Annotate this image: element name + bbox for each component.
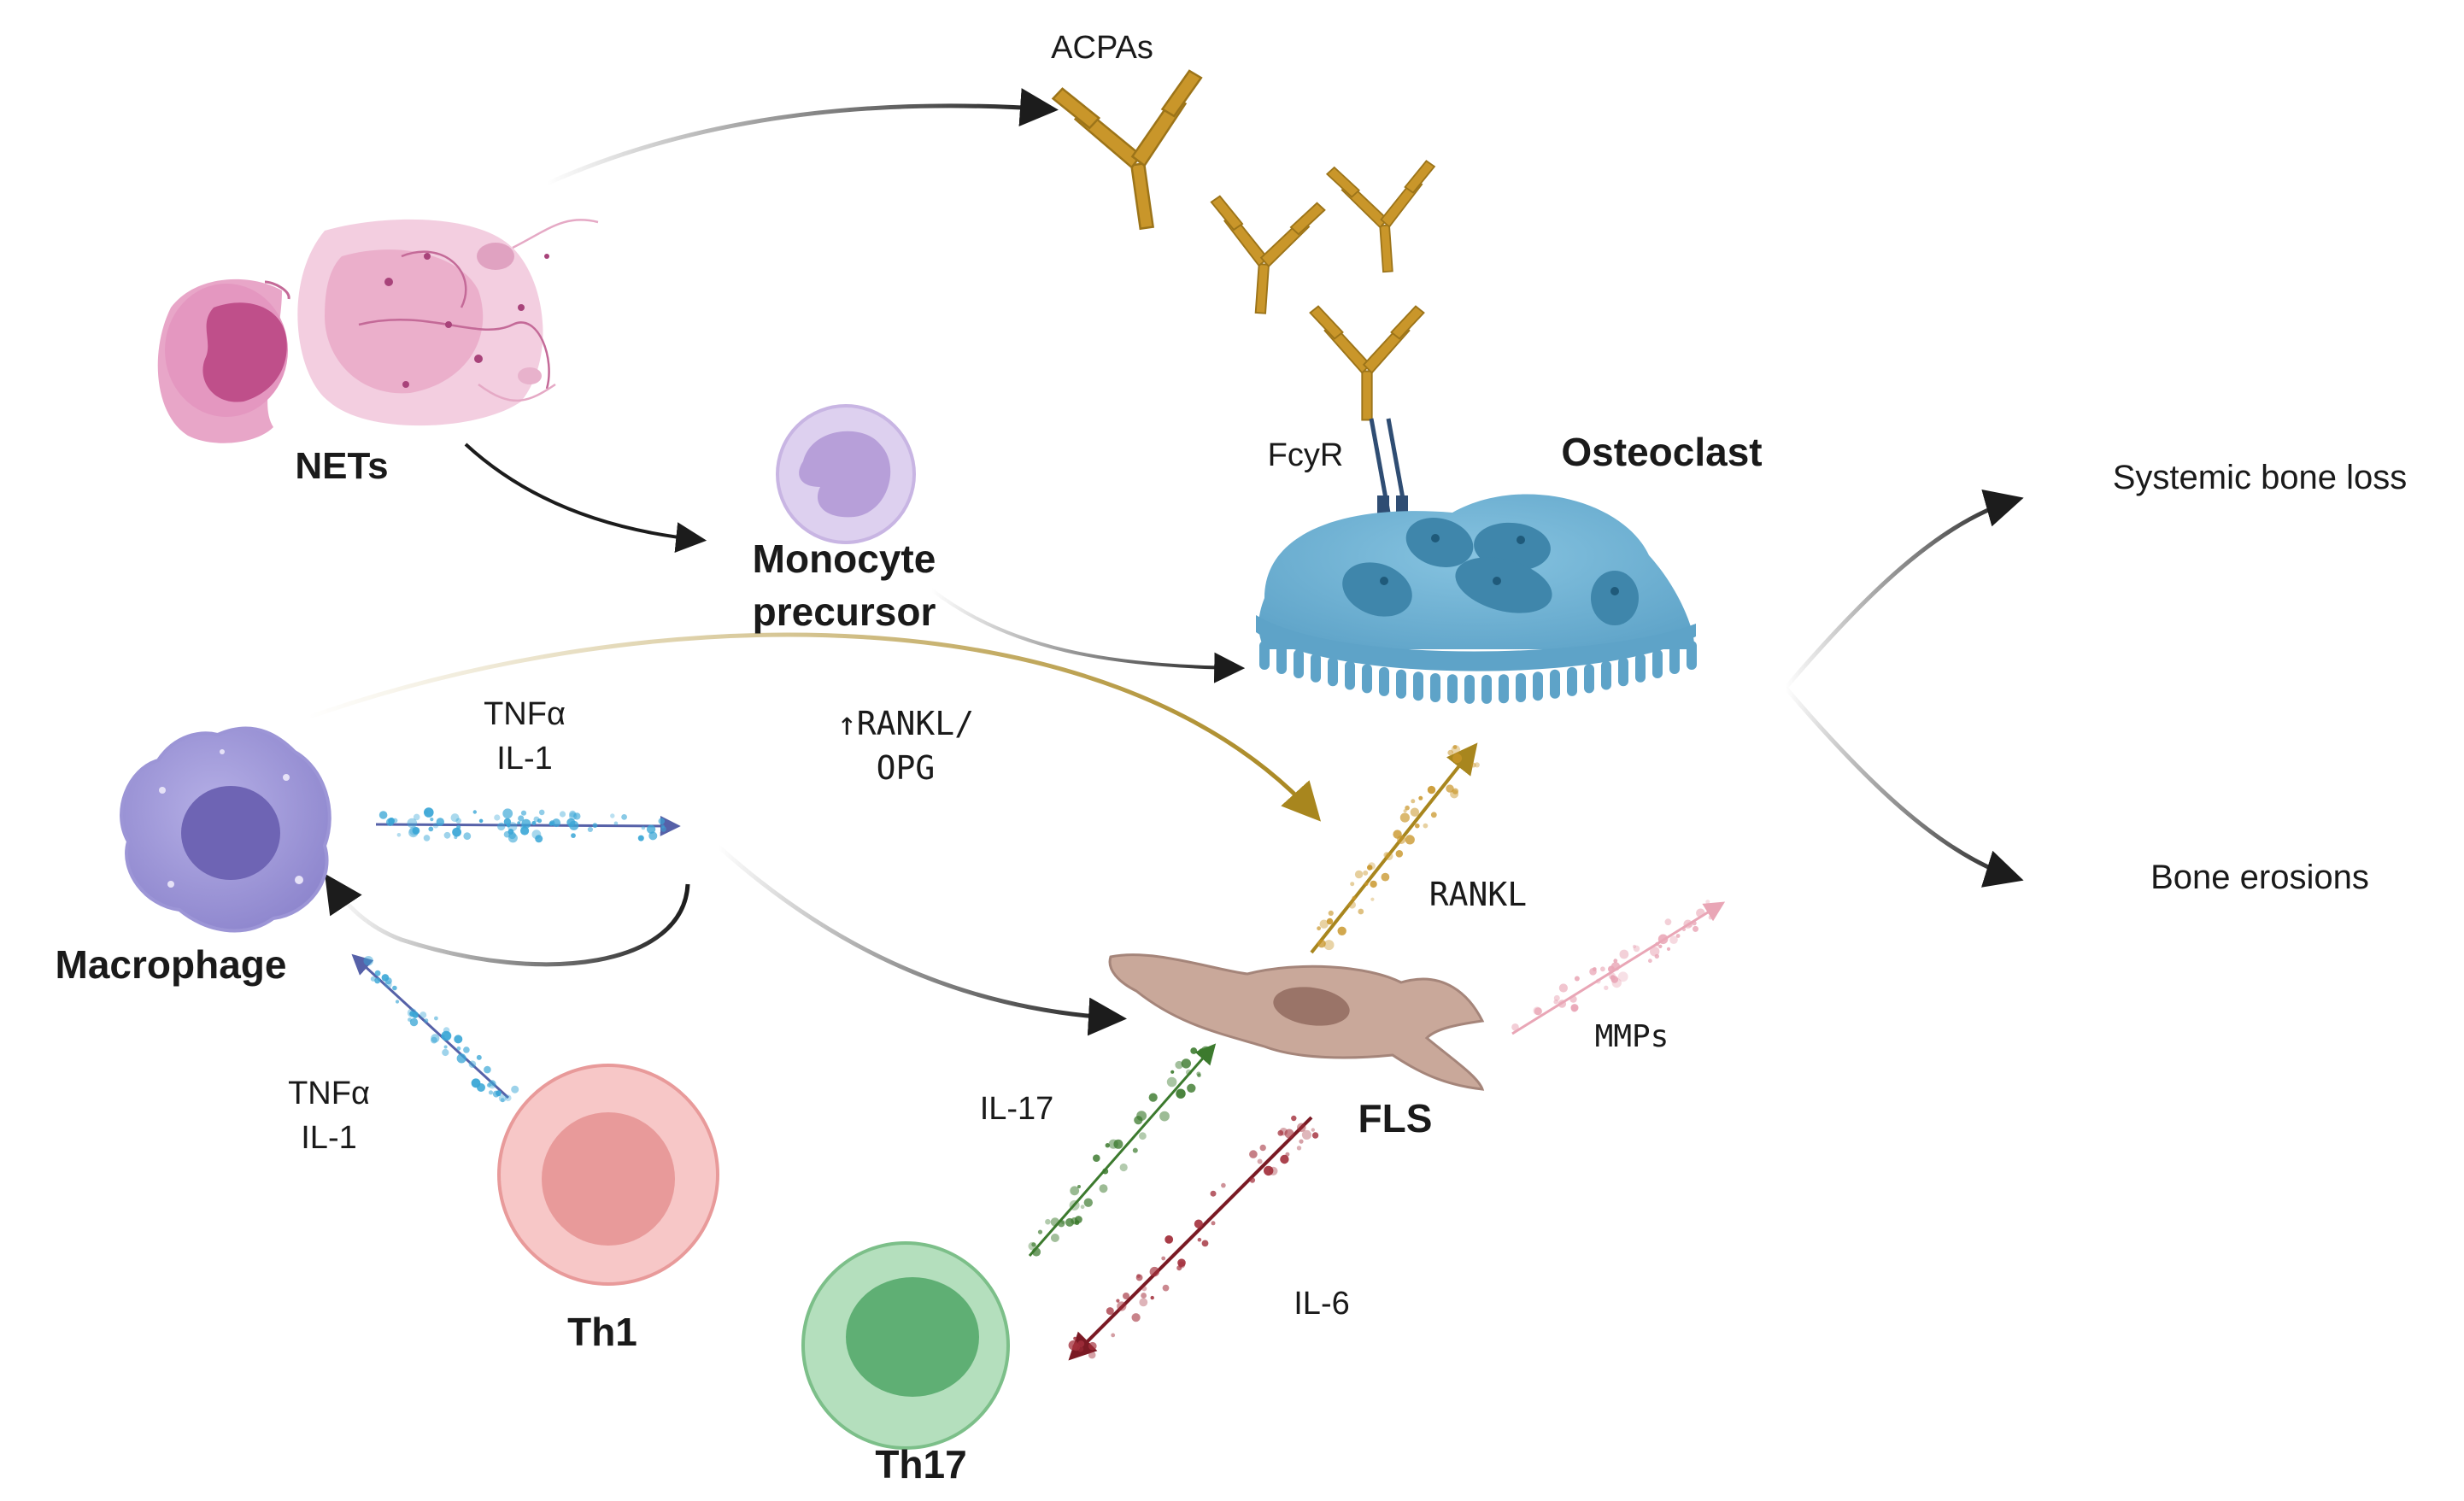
arrow-macrophage-to-fls-rankl	[307, 632, 1322, 822]
label-il1-bottom: IL-1	[301, 1120, 356, 1156]
label-nets: NETs	[295, 445, 388, 487]
label-mmps: MMPs	[1595, 1019, 1669, 1054]
label-rankl-opg-line2: OPG	[877, 749, 936, 787]
macrophage-cell	[120, 726, 331, 933]
antibody-icon	[1325, 160, 1436, 273]
label-fcyr: FcyR	[1268, 437, 1344, 473]
label-rankl-opg-line1: ↑RANKL/	[837, 705, 974, 742]
arrow-monocyte-to-osteoclast	[930, 588, 1246, 683]
arrow-nets-to-acpas	[545, 88, 1059, 186]
osteoclast-cell	[1256, 494, 1697, 704]
arrow-fls-rankl-to-osteoclast	[1310, 742, 1478, 954]
label-systemic-bone-loss: Systemic bone loss	[2113, 459, 2408, 496]
cytokine-dots	[363, 745, 1713, 1359]
fls-cell	[1108, 953, 1485, 1091]
arrow-feedback-to-macrophage	[325, 873, 690, 967]
arrow-nets-to-monocyte	[464, 443, 707, 554]
label-monocyte-line2: precursor	[753, 589, 936, 634]
acpas-antibodies	[1051, 69, 1436, 421]
label-il17: IL-17	[980, 1091, 1054, 1127]
nets-cell	[157, 219, 599, 443]
label-macrophage: Macrophage	[56, 942, 287, 987]
antibody-icon	[1051, 69, 1203, 231]
fcyr-receptor	[1369, 418, 1408, 521]
label-th17: Th17	[875, 1442, 966, 1486]
label-monocyte-line1: Monocyte	[753, 536, 936, 581]
label-il6: IL-6	[1294, 1286, 1349, 1322]
antibody-icon	[1210, 195, 1326, 314]
th17-cell	[801, 1241, 1010, 1450]
monocyte-cell	[776, 404, 916, 544]
label-il1-top: IL-1	[496, 741, 552, 777]
th1-cell	[497, 1064, 719, 1286]
antibody-icon	[1309, 305, 1425, 421]
arrow-fls-il6-to-th17	[1068, 1116, 1313, 1361]
label-tnfa-top: TNFα	[484, 696, 566, 732]
arrow-to-bone-erosions	[1784, 686, 2024, 888]
label-osteoclast: Osteoclast	[1561, 430, 1762, 474]
label-acpas: ACPAs	[1051, 30, 1153, 66]
label-fls: FLS	[1358, 1096, 1433, 1140]
arrow-to-systemic-bone-loss	[1784, 489, 2024, 689]
arrow-cytokines-to-fls	[716, 844, 1127, 1036]
label-th1: Th1	[567, 1310, 637, 1354]
label-rankl: RANKL	[1429, 876, 1527, 913]
label-tnfa-bottom: TNFα	[288, 1076, 370, 1111]
label-bone-erosions: Bone erosions	[2150, 859, 2369, 896]
